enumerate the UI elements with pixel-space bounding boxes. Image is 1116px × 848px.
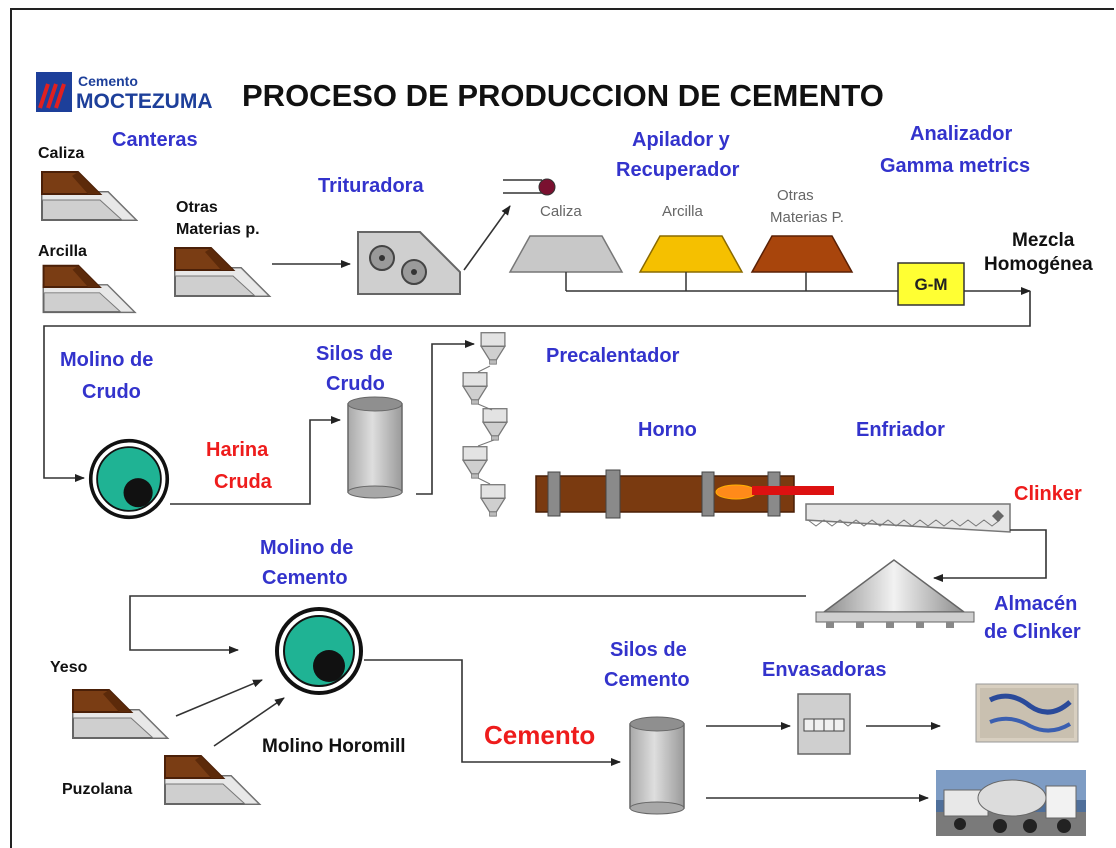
quarry-icon [41,171,137,221]
burner-icon [752,486,834,495]
flow-arrow [933,529,1047,582]
label-horno: Horno [638,419,697,441]
label-canteras: Canteras [112,129,198,151]
conveyor-pulley-icon [538,178,556,196]
label-analizador-line1: Analizador [910,123,1012,145]
stockpile-caliza-label: Caliza [540,203,582,220]
cooler-icon [805,503,1011,533]
diagram-frame [10,8,1114,848]
label-molino-crudo-line2: Crudo [82,381,141,403]
product-harina-line1: Harina [206,439,269,461]
flow-arrow [129,595,806,654]
label-analizador-line2: Gamma metrics [880,155,1030,177]
material-caliza: Caliza [38,145,84,162]
stockpile-otras-line2: Materias P. [770,209,844,226]
logo-line2: MOCTEZUMA [76,90,212,113]
material-puzolana: Puzolana [62,781,132,798]
quarry-icon [173,246,271,298]
silo-icon [629,716,685,815]
flow-arrow [175,679,263,717]
flow-arrow [364,659,621,766]
flow-arrow [416,340,475,495]
label-silos-cemento-line1: Silos de [610,639,687,661]
mill-icon [275,607,363,695]
label-apilador-line1: Apilador y [632,129,731,151]
label-silos-crudo-line2: Crudo [326,373,385,395]
label-almacen-line2: de Clinker [984,621,1081,643]
label-mezcla-line1: Mezcla [1012,230,1075,251]
stockpile-icon [750,235,854,273]
analyzer-box-label: G-M [914,275,947,294]
label-enfriador: Enfriador [856,419,945,441]
stockpile-arcilla-label: Arcilla [662,203,703,220]
label-precalentador: Precalentador [546,345,680,367]
company-logo: Cemento MOCTEZUMA [36,72,212,113]
product-harina-line2: Cruda [214,471,273,493]
label-silos-crudo-line1: Silos de [316,343,393,365]
label-mezcla-line2: Homogénea [984,254,1093,275]
material-otras-line1: Otras [176,199,218,216]
stockpile-icon [508,235,624,273]
diagram-title: PROCESO DE PRODUCCION DE CEMENTO [242,78,884,113]
label-molino-cemento-line1: Molino de [260,537,353,559]
kiln-icon [535,469,834,519]
flow-arrow [43,291,1031,482]
flow-arrow [463,205,511,271]
material-yeso: Yeso [50,659,88,676]
crusher-icon [357,231,461,295]
logo-line1: Cemento [78,73,138,89]
analyzer-box [897,262,965,306]
clinker-storage-icon [815,559,975,628]
label-envasadoras: Envasadoras [762,659,887,681]
cement-bag-icon [975,683,1079,743]
preheater-cyclone-icon [462,332,508,517]
quarry-icon [71,688,169,740]
flow-arrow [213,697,285,747]
label-apilador-line2: Recuperador [616,159,740,181]
label-silos-cemento-line2: Cemento [604,669,690,691]
label-molino-horomill: Molino Horomill [262,736,406,757]
product-clinker: Clinker [1014,483,1082,505]
product-cemento: Cemento [484,720,595,750]
mixer-truck-icon [936,770,1086,836]
stockpile-otras-line1: Otras [777,187,814,204]
label-almacen-line1: Almacén [994,593,1077,615]
label-molino-crudo-line1: Molino de [60,349,153,371]
stockpile-icon [638,235,744,273]
quarry-icon [42,264,136,314]
material-arcilla: Arcilla [38,243,87,260]
label-molino-cemento-line2: Cemento [262,567,348,589]
silo-icon [347,396,403,499]
flow-arrow [170,416,341,505]
quarry-icon [163,754,261,806]
mill-icon [88,438,170,520]
material-otras-line2: Materias p. [176,221,260,238]
packer-icon [797,693,851,755]
label-trituradora: Trituradora [318,175,424,197]
